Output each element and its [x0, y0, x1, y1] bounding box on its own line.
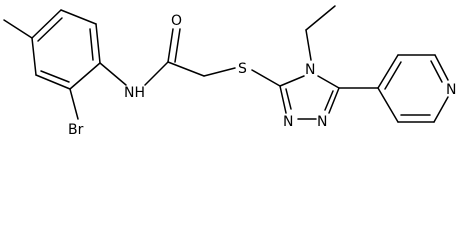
bond-co-b	[174, 28, 181, 63]
bond-ring1-d-inner	[40, 70, 70, 83]
bond-n2-c3	[279, 85, 287, 114]
bond-ch2-s	[203, 67, 236, 77]
bond-methyl	[3, 19, 33, 39]
bond-ring1-b	[95, 23, 101, 64]
bond-c5-n1-inner	[324, 90, 334, 111]
bond-n4-ch2	[305, 29, 312, 61]
atom-triazole-n2: N	[283, 114, 293, 130]
bond-py-c-inner	[430, 60, 443, 83]
atom-labels: Br NH O S N N N N	[68, 13, 456, 138]
bond-ring1-a	[60, 9, 97, 25]
bond-py-d	[433, 96, 449, 123]
bond-n-carbonyl	[144, 61, 169, 86]
atom-bromine: Br	[68, 122, 84, 138]
atom-amide-nh: NH	[124, 85, 145, 101]
bond-ring1-c	[69, 62, 101, 90]
bond-py-c	[434, 54, 449, 81]
atom-triazole-n1: N	[317, 114, 327, 130]
bond-ring1-d	[35, 74, 71, 90]
atom-pyridine-n: N	[446, 82, 456, 98]
bonds	[3, 5, 449, 123]
bond-co-a	[167, 28, 174, 63]
atom-triazole-n4: N	[305, 62, 315, 78]
bond-ring1-b-inner	[89, 28, 94, 61]
molecule-structure: Br NH O S N N N N	[3, 5, 456, 138]
bond-c3-n4	[279, 75, 305, 87]
bond-ring1-f-inner	[37, 17, 63, 42]
bond-n4-c5	[317, 75, 340, 89]
bond-py-f	[377, 87, 399, 123]
bond-s-c3	[251, 69, 281, 87]
bond-ring1-f	[31, 9, 62, 39]
atom-carbonyl-oxygen: O	[171, 13, 182, 29]
bond-ethyl	[305, 5, 336, 31]
bond-n2-c3-inner	[285, 88, 292, 110]
bond-py-a	[377, 54, 399, 89]
bond-aryl-n	[99, 62, 127, 86]
atom-sulfur: S	[238, 61, 247, 77]
bond-c5-n1	[328, 87, 340, 114]
bond-ring1-e	[31, 37, 37, 76]
bond-py-a-inner	[384, 61, 402, 90]
bond-c-br	[69, 88, 79, 120]
bond-carbonyl-ch2	[167, 61, 205, 77]
